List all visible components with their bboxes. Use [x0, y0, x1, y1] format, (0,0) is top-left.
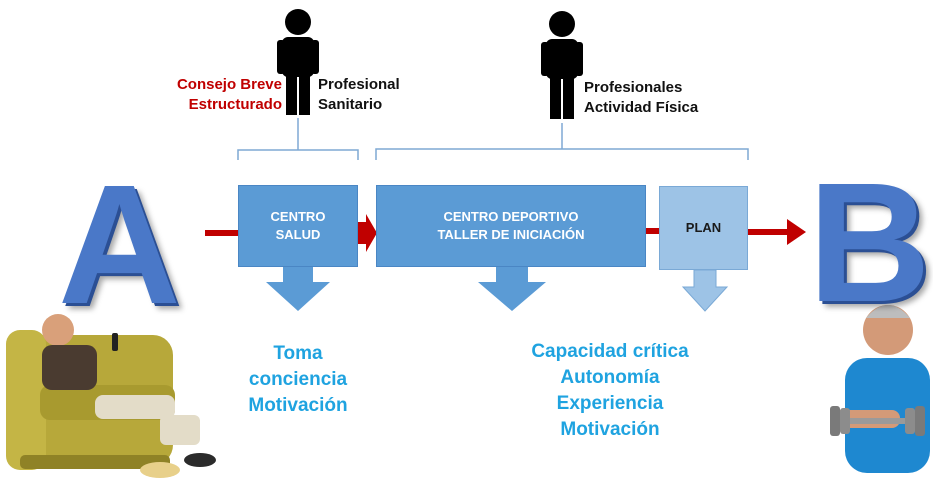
outcome-line: Capacidad crítica — [531, 341, 689, 362]
role-profesionales-actividad: Profesionales Actividad Física — [584, 78, 698, 118]
active-man-image — [830, 305, 930, 473]
box-plan: PLAN — [659, 186, 748, 270]
start-letter: A — [58, 150, 181, 340]
person-icon — [277, 9, 319, 115]
role-line: Profesional — [318, 76, 400, 93]
box-centro-salud: CENTRO SALUD — [238, 185, 358, 267]
bracket-left — [237, 149, 359, 160]
down-arrow-salud — [266, 267, 330, 311]
box-label: TALLER DE INICIACIÓN — [437, 227, 585, 242]
arrowhead-to-b — [787, 219, 806, 245]
box-label: CENTRO DEPORTIVO — [443, 209, 579, 224]
block-arrow-red — [352, 214, 377, 252]
role-line: Sanitario — [318, 96, 383, 113]
bracket-right — [375, 148, 749, 160]
outcome-line: Toma — [273, 343, 323, 364]
outcome-line: Experiencia — [556, 393, 664, 414]
role-consejo-breve: Consejo Breve Estructurado — [150, 75, 282, 115]
down-arrow-plan — [681, 269, 729, 312]
outcome-right: Capacidad crítica Autonomía Experiencia … — [505, 339, 715, 443]
box-label: PLAN — [685, 220, 722, 235]
sedentary-man-image — [6, 314, 216, 478]
down-arrow-deportivo — [478, 267, 546, 311]
role-line: Actividad Física — [584, 99, 699, 116]
outcome-line: Motivación — [248, 395, 348, 416]
role-line: Consejo Breve — [176, 76, 282, 93]
box-centro-deportivo: CENTRO DEPORTIVO TALLER DE INICIACIÓN — [376, 185, 646, 267]
outcome-line: conciencia — [248, 369, 348, 390]
role-line: Estructurado — [188, 96, 282, 113]
outcome-left: Toma conciencia Motivación — [228, 341, 368, 419]
outcome-line: Autonomía — [560, 367, 660, 388]
person-icon — [541, 11, 583, 119]
role-profesional-sanitario: Profesional Sanitario — [318, 75, 400, 115]
role-line: Profesionales — [584, 79, 683, 96]
outcome-line: Motivación — [560, 419, 660, 440]
end-letter: B — [808, 148, 931, 338]
box-label: SALUD — [275, 227, 321, 242]
box-label: CENTRO — [270, 209, 326, 224]
